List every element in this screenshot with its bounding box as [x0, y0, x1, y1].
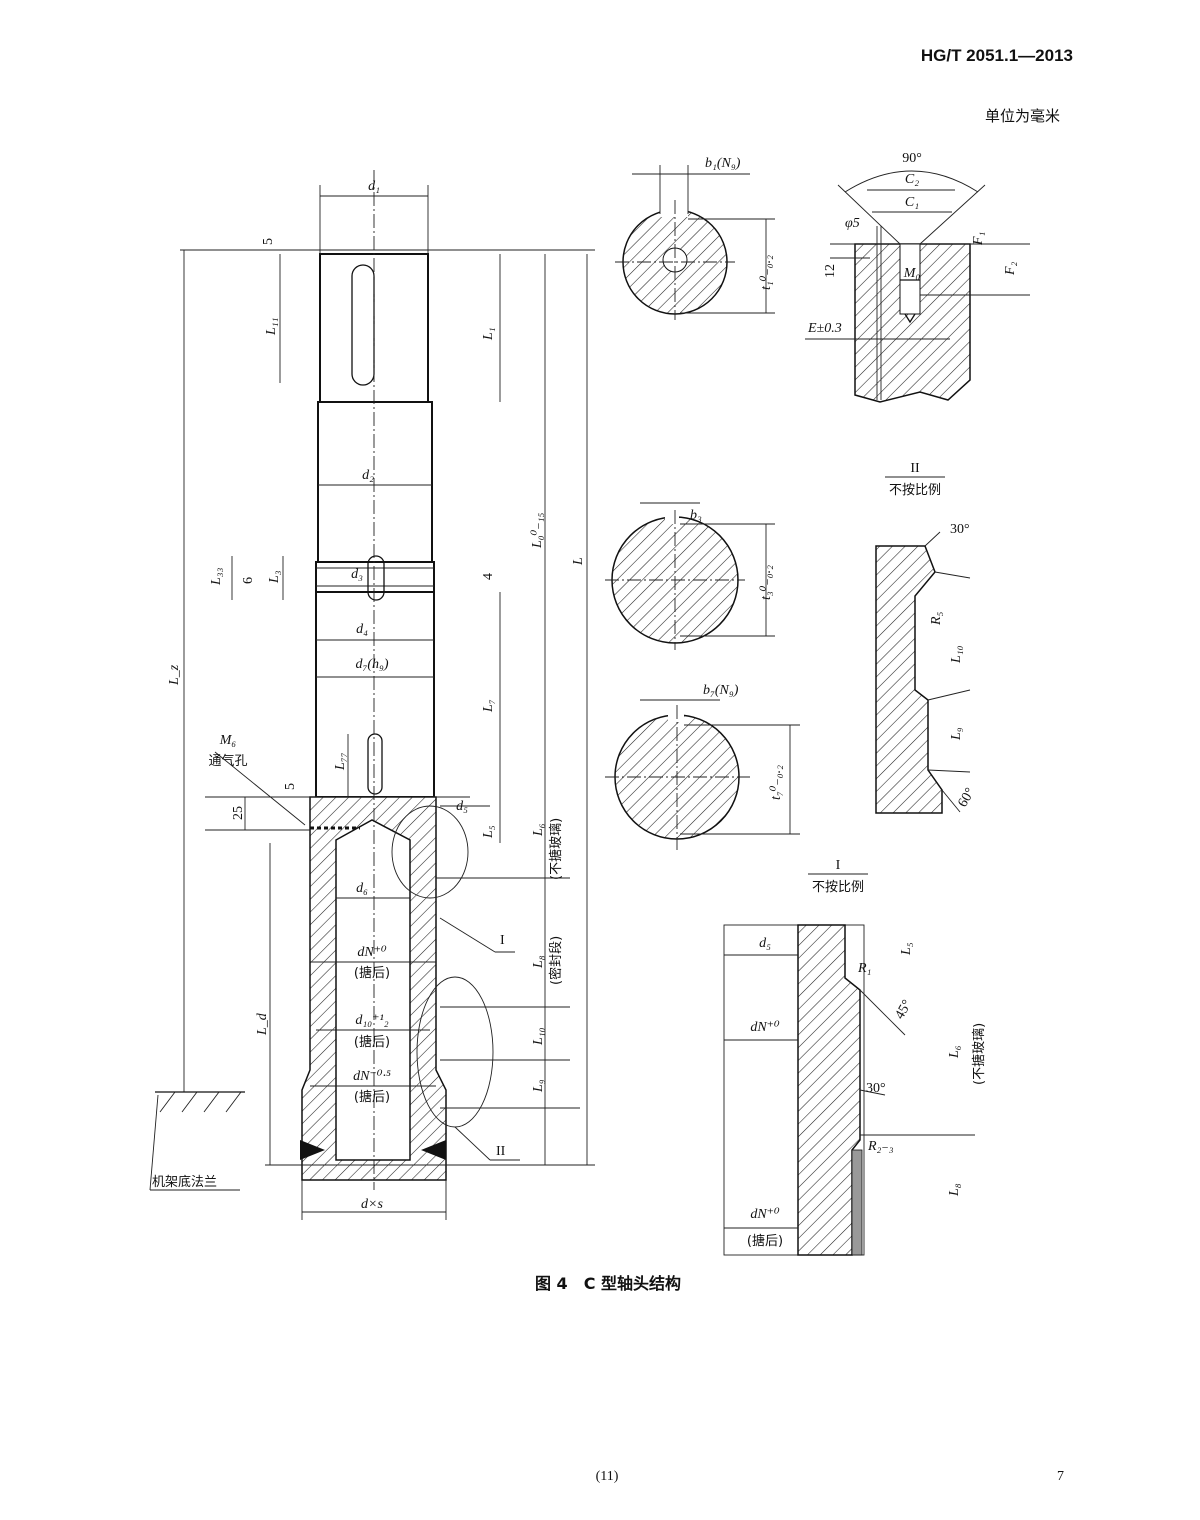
- label-detail-I: I: [500, 933, 505, 948]
- detail-I-view: I 不按比例 d₅ R₁ L₅ 45° dN⁺⁰ L₆ (不搪玻璃) 30° R…: [723, 858, 987, 1256]
- label-no-glass: (不搪玻璃): [548, 818, 564, 880]
- label-b7: b₇(N₉): [703, 683, 739, 698]
- label-dN05: dN⁻⁰·⁵: [353, 1069, 391, 1084]
- label-L8: L₈: [531, 955, 546, 969]
- label-Lz: L_z: [167, 664, 182, 686]
- figure-caption: 图 4 C 型轴头结构: [535, 1274, 681, 1293]
- footer-center-page: (11): [596, 1469, 619, 1484]
- label-t1: t₁⁰₋₀.₂: [759, 255, 774, 290]
- label-45-deg: 45°: [892, 998, 915, 1022]
- label-25: 25: [231, 806, 246, 820]
- label-M6: M₆: [219, 733, 237, 748]
- section-keyway-1: b₁(N₉) t₁⁰₋₀.₂: [615, 156, 775, 320]
- label-t3: t₃⁰₋₀.₂: [759, 565, 774, 600]
- label-L11: L₁₁: [264, 317, 279, 336]
- label-seal-section: (密封段): [548, 936, 564, 985]
- label-Ld: L_d: [255, 1012, 270, 1036]
- label-L6-I: L₆: [947, 1045, 962, 1059]
- label-R1: R₁: [857, 961, 871, 976]
- label-d7: d₇(h₉): [355, 657, 388, 672]
- label-d3: d₃: [351, 567, 363, 582]
- label-L1: L₁: [481, 327, 496, 341]
- label-t7: t₇⁰₋₀.₂: [769, 765, 784, 800]
- detail-I-title: I: [836, 858, 841, 873]
- label-C2: C₂: [905, 172, 919, 187]
- detail-II-title: II: [910, 461, 920, 476]
- label-E: E±0.3: [807, 321, 842, 336]
- label-dN0: dN⁺⁰: [357, 945, 387, 960]
- label-90-deg: 90°: [902, 151, 922, 166]
- label-detail-II: II: [496, 1144, 506, 1159]
- label-6: 6: [241, 577, 256, 584]
- label-dxs: d×s: [361, 1197, 383, 1212]
- label-b3: b₃: [690, 508, 702, 523]
- label-vent-hole: 通气孔: [208, 753, 247, 769]
- label-60-deg: 60°: [955, 786, 978, 810]
- detail-II-scale-note: 不按比例: [889, 483, 941, 498]
- label-d10: d₁₀⁺¹₂: [355, 1013, 388, 1028]
- label-L3: L₃: [267, 570, 282, 584]
- label-F2: F₂: [1003, 261, 1018, 276]
- label-dN0-I-b: dN⁺⁰: [750, 1207, 780, 1222]
- label-after-lining-2: (搪后): [354, 1034, 390, 1050]
- label-L8-I: L₈: [947, 1183, 962, 1197]
- label-L7: L₇: [481, 699, 496, 713]
- label-5-mid: 5: [283, 783, 298, 790]
- label-F1: F₁: [971, 232, 986, 246]
- label-dN0-I: dN⁺⁰: [750, 1020, 780, 1035]
- standard-number: HG/T 2051.1—2013: [921, 46, 1073, 65]
- label-L5: L₅: [481, 825, 496, 839]
- label-d6: d₆: [356, 881, 368, 896]
- label-d5: d₅: [456, 799, 468, 814]
- label-no-glass-I: (不搪玻璃): [971, 1023, 987, 1085]
- label-30-deg: 30°: [950, 522, 970, 537]
- section-groove-3: b₃ t₃⁰₋₀.₂: [605, 502, 775, 650]
- label-L0: L₀⁰₋₁₅: [530, 512, 545, 549]
- label-R5: R₅: [929, 611, 944, 626]
- vent-hole-detail: 90° C₂ C₁ φ5 F₁ 12 M₀ F₂ E±0.3: [805, 151, 1030, 403]
- label-after-lining-I: (搪后): [747, 1233, 783, 1249]
- label-4: 4: [481, 573, 496, 580]
- label-L10: L₁₀: [531, 1027, 546, 1046]
- footer-page-number: 7: [1057, 1469, 1064, 1484]
- label-L10-II: L₁₀: [949, 645, 964, 664]
- shaft-main-view: [149, 170, 595, 1220]
- label-L9-II: L₉: [949, 727, 964, 741]
- label-30-deg-I: 30°: [866, 1081, 886, 1096]
- label-L: L: [571, 557, 586, 566]
- section-keyway-7: b₇(N₉) t₇⁰₋₀.₂: [605, 683, 800, 850]
- label-M0: M₀: [903, 266, 921, 281]
- label-5-top: 5: [261, 238, 276, 245]
- label-L9: L₉: [531, 1079, 546, 1093]
- unit-note: 单位为毫米: [985, 107, 1060, 125]
- label-phi5: φ5: [845, 216, 860, 231]
- label-after-lining-1: (搪后): [354, 965, 390, 981]
- detail-II-view: II 不按比例 30° R₅ L₁₀ L₉ 60°: [875, 461, 978, 814]
- detail-I-scale-note: 不按比例: [812, 880, 864, 895]
- label-C1: C₁: [905, 195, 919, 210]
- label-12: 12: [823, 264, 838, 278]
- label-R2-3: R₂₋₃: [867, 1139, 894, 1154]
- label-after-lining-3: (搪后): [354, 1089, 390, 1105]
- label-d5-I: d₅: [759, 936, 771, 951]
- label-L6: L₆: [531, 823, 546, 837]
- label-b1: b₁(N₉): [705, 156, 741, 171]
- shaft-main-labels: d₁ 5 L₁₁ L₁ d₂ L₃₃ 6 L₃ d₃ 4 d₄ d₇(h₉) L…: [152, 179, 586, 1212]
- label-d1: d₁: [368, 179, 380, 194]
- label-d2: d₂: [362, 468, 374, 483]
- label-d4: d₄: [356, 622, 368, 637]
- label-frame-flange: 机架底法兰: [152, 1174, 217, 1190]
- label-L5-I: L₅: [899, 942, 914, 956]
- label-L33: L₃₃: [209, 567, 224, 586]
- label-L77: L₇₇: [333, 752, 348, 771]
